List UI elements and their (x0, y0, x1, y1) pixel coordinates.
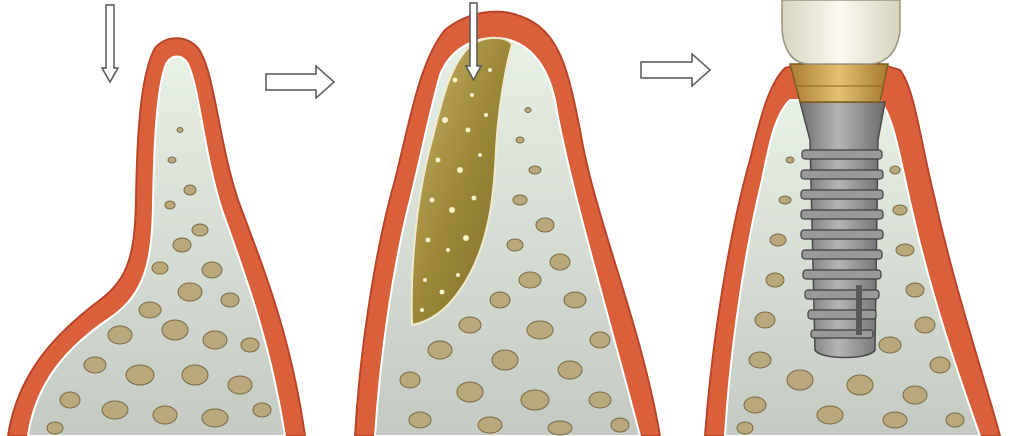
abutment-collar (790, 64, 888, 102)
progress-arrow-icon (641, 54, 710, 86)
crown (782, 0, 900, 64)
stage-2-ridge (355, 12, 660, 436)
stage-1-ridge (8, 38, 305, 436)
implant-fixture (800, 102, 885, 358)
progress-arrow-icon (266, 66, 334, 98)
insertion-arrow-icon (102, 5, 118, 82)
stage-3-ridge (705, 0, 1000, 436)
